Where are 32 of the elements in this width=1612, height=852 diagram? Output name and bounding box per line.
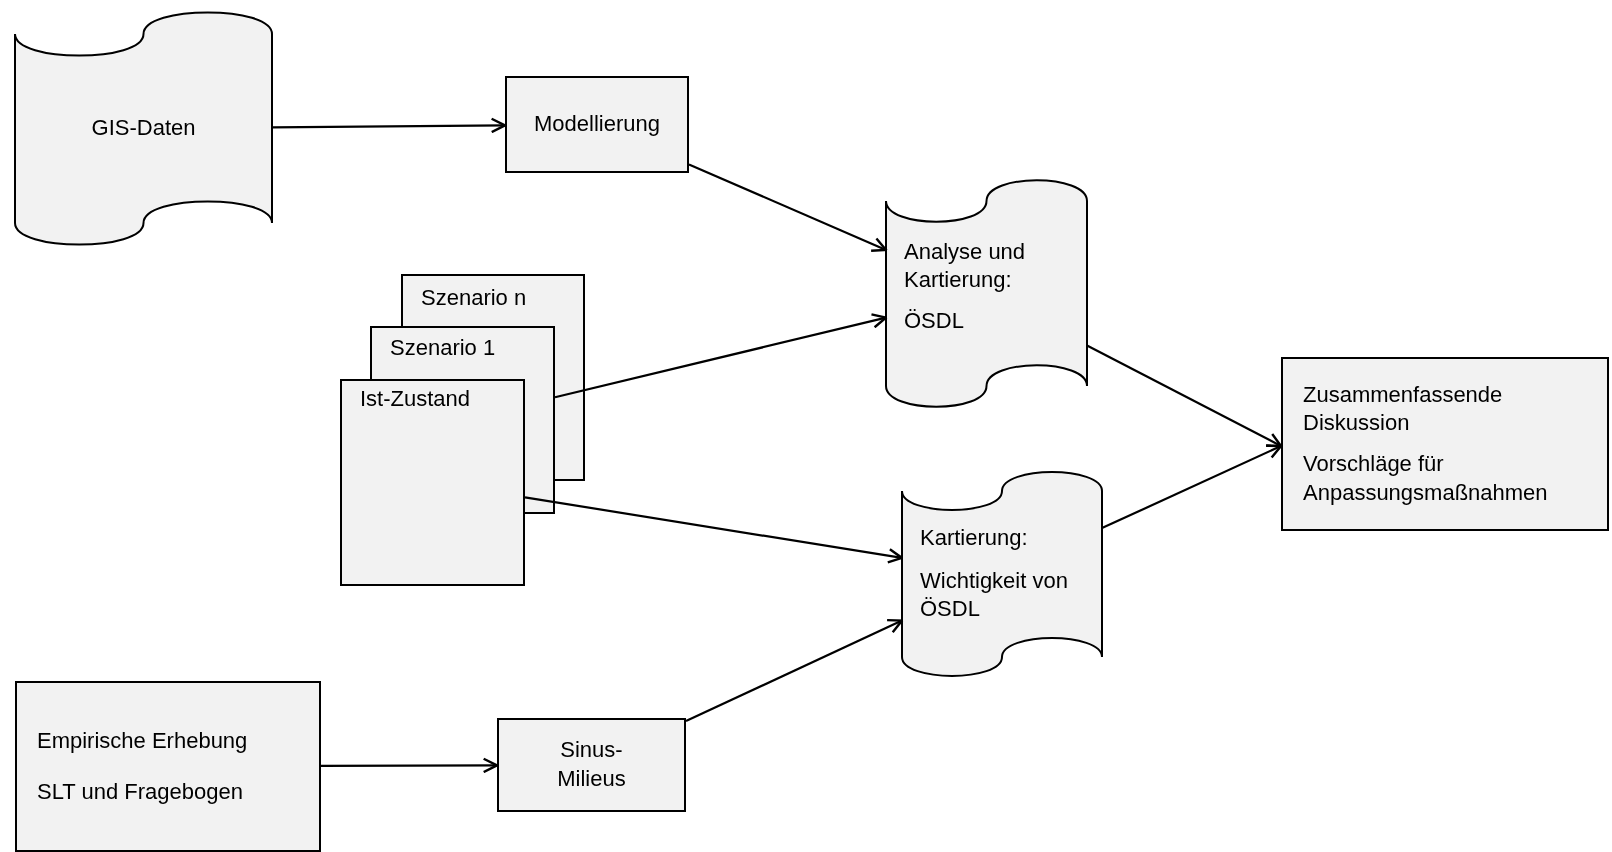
arrow bbox=[1101, 444, 1283, 530]
node-text: Zusammenfassende Diskussion bbox=[1303, 380, 1504, 438]
node-text: ÖSDL bbox=[904, 306, 964, 335]
node-text: SLT und Fragebogen bbox=[37, 777, 243, 806]
node-text: Ist-Zustand bbox=[360, 385, 471, 413]
node-text: Wichtigkeit von ÖSDL bbox=[920, 566, 1069, 624]
process-box bbox=[1281, 357, 1609, 531]
arrow bbox=[685, 618, 904, 723]
arrow bbox=[272, 117, 507, 134]
node-text: Szenario n bbox=[421, 284, 527, 312]
tape-shape bbox=[886, 178, 1087, 409]
document-page bbox=[340, 379, 525, 586]
process-box bbox=[15, 681, 321, 852]
node-text: Empirische Erhebung bbox=[37, 726, 248, 755]
arrow bbox=[1086, 344, 1283, 448]
tape-shape bbox=[15, 10, 272, 247]
arrow bbox=[321, 757, 499, 774]
node-text: Kartierung: bbox=[920, 524, 1028, 553]
arrow bbox=[524, 496, 904, 564]
node-text: Analyse und Kartierung: bbox=[904, 237, 1027, 295]
arrow bbox=[688, 163, 888, 252]
node-text: Szenario 1 bbox=[390, 334, 496, 362]
node-text: Sinus- Milieus bbox=[556, 736, 627, 793]
process-box bbox=[497, 718, 686, 812]
document-page bbox=[370, 326, 555, 379]
arrow bbox=[554, 313, 888, 399]
node-text: Vorschläge für Anpassungsmaßnahmen bbox=[1303, 450, 1549, 507]
node-text: GIS-Daten bbox=[91, 114, 196, 143]
process-box bbox=[505, 76, 689, 173]
document-page bbox=[401, 274, 585, 326]
node-text: Modellierung bbox=[534, 110, 660, 139]
tape-shape bbox=[902, 470, 1102, 678]
